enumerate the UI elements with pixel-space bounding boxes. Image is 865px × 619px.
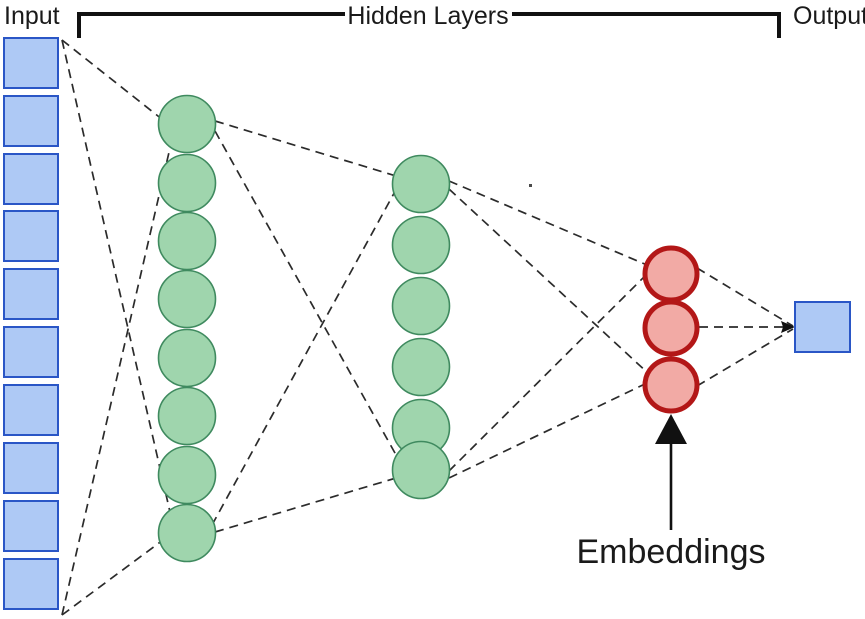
- embedding-node[interactable]: [642, 245, 700, 303]
- input-node[interactable]: [3, 37, 59, 89]
- hidden1-node[interactable]: [157, 503, 217, 563]
- hidden2-node[interactable]: [391, 276, 451, 336]
- input-node[interactable]: [3, 153, 59, 205]
- edges-embeddings-to-output: [696, 267, 795, 387]
- hidden1-node[interactable]: [157, 153, 217, 213]
- hidden1-node[interactable]: [157, 445, 217, 505]
- input-node[interactable]: [3, 210, 59, 262]
- output-node[interactable]: [794, 301, 851, 353]
- hidden2-node[interactable]: [391, 337, 451, 397]
- callout-arrow-head: [655, 414, 687, 444]
- input-node[interactable]: [3, 384, 59, 436]
- edge-h2-bottom-emb-bottom: [448, 382, 648, 479]
- hidden-layer-1: [157, 94, 217, 563]
- edge-h2-top-emb-top: [448, 180, 648, 266]
- edges-hidden1-to-hidden2: [211, 120, 401, 533]
- input-node[interactable]: [3, 500, 59, 552]
- input-node[interactable]: [3, 558, 59, 610]
- hidden1-node[interactable]: [157, 269, 217, 329]
- hidden-layers-bracket: [77, 12, 781, 38]
- output-label: Output: [793, 2, 865, 30]
- bracket-right-segment: [512, 12, 781, 38]
- hidden1-node[interactable]: [157, 386, 217, 446]
- input-node[interactable]: [3, 268, 59, 320]
- input-label: Input: [4, 2, 60, 30]
- edge-h1-top-h2-bottom: [214, 130, 401, 463]
- edge-h2-bottom-emb-top: [448, 271, 650, 472]
- edge-emb-bottom-output: [696, 328, 794, 387]
- edge-input-bottom-h1-bottom: [61, 539, 164, 616]
- input-node[interactable]: [3, 95, 59, 147]
- hidden2-node[interactable]: [391, 154, 451, 214]
- edges-hidden2-to-embeddings: [448, 180, 651, 479]
- edges-input-to-hidden1: [61, 39, 171, 616]
- hidden2-node[interactable]: [391, 440, 451, 500]
- embedding-node[interactable]: [642, 356, 700, 414]
- edge-h1-bottom-h2-bottom: [214, 477, 397, 533]
- embeddings-callout-arrow: [655, 414, 687, 530]
- edge-input-top-h1-bottom: [61, 39, 171, 513]
- hidden1-node[interactable]: [157, 211, 217, 271]
- embedding-node[interactable]: [642, 299, 700, 357]
- embeddings-label: Embeddings: [576, 533, 765, 571]
- input-node[interactable]: [3, 326, 59, 378]
- output-arrowhead: [781, 321, 795, 333]
- hidden1-node[interactable]: [157, 94, 217, 154]
- hidden2-node[interactable]: [391, 215, 451, 275]
- input-layer: [3, 37, 59, 610]
- bracket-left-segment: [77, 12, 345, 38]
- hidden-layers-label: Hidden Layers: [347, 2, 508, 30]
- hidden-layer-2: [391, 154, 451, 500]
- edge-input-bottom-h1-top: [61, 147, 171, 616]
- edge-input-top-h1-top: [61, 39, 164, 121]
- hidden1-node[interactable]: [157, 328, 217, 388]
- embedding-layer: [642, 245, 700, 414]
- edge-emb-top-output: [696, 267, 794, 327]
- edge-h1-top-h2-top: [214, 120, 397, 177]
- edge-h1-bottom-h2-top: [211, 185, 399, 526]
- edge-h2-top-emb-bottom: [448, 188, 651, 376]
- input-node[interactable]: [3, 442, 59, 494]
- stray-speck: [529, 184, 532, 187]
